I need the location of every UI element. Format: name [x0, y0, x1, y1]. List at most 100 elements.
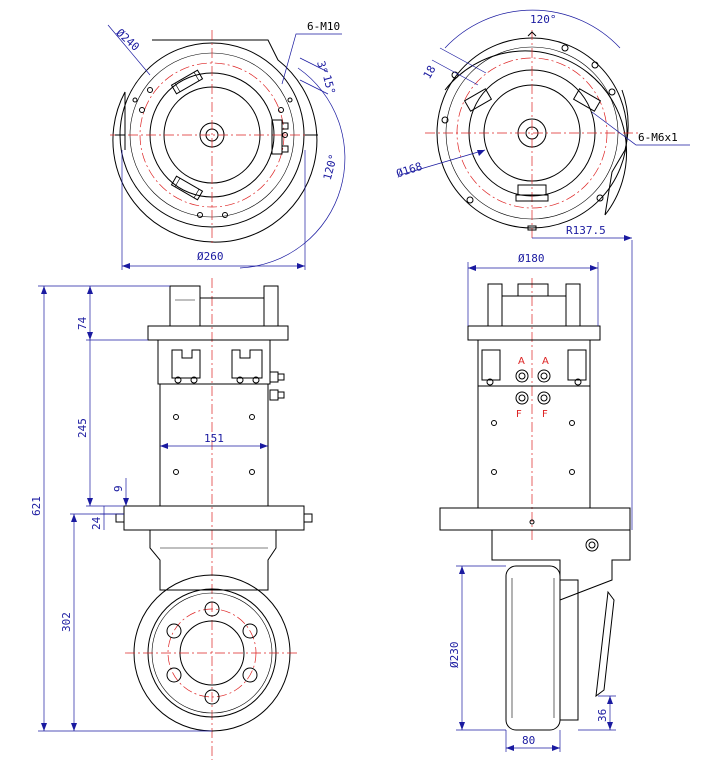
tr-mounting-holes: [441, 44, 616, 204]
br-body-screw: [569, 420, 575, 426]
arrow: [123, 498, 129, 506]
port-a-left: A: [518, 356, 525, 367]
dim-h74-text: 74: [76, 316, 89, 330]
wheel-bolt-hole: [166, 623, 182, 639]
bottom-right-side-view: A A F F Ø180 Ø230: [439, 240, 633, 752]
br-wheel-side: [505, 565, 561, 731]
dim-r137-text: R137.5: [566, 224, 606, 237]
bolt-hole: [287, 97, 293, 103]
port-fitting: [540, 394, 548, 402]
dim-h9-text: 9: [112, 485, 125, 492]
tl-15deg-leader: [299, 79, 329, 95]
bl-wheel-bolt-circle: [167, 608, 257, 698]
br-pivot-pin: [588, 541, 596, 549]
port-f-left: F: [516, 409, 522, 420]
tr-18-leader: [439, 47, 487, 74]
bl-body-screw: [173, 414, 179, 420]
dim-120deg-right-text: 120°: [321, 153, 340, 182]
dim-d230-text: Ø230: [448, 642, 461, 669]
port-fitting: [518, 394, 526, 402]
br-body-screw: [491, 420, 497, 426]
bl-fork: [149, 529, 277, 591]
port-f-right: F: [542, 409, 548, 420]
arrow: [607, 722, 613, 730]
bl-fittings: [269, 371, 285, 401]
arrow: [160, 443, 168, 449]
br-body-screw: [569, 469, 575, 475]
tl-d240-leader: [107, 24, 151, 76]
dim-m6-text: 6-M6x1: [638, 131, 678, 144]
arrow: [468, 265, 476, 271]
arrow: [297, 263, 305, 269]
bl-clamp-blocks: [171, 349, 263, 384]
arrow: [71, 723, 77, 731]
bolt-hole: [132, 97, 138, 103]
tl-clamp-bottom: [170, 175, 204, 201]
arrow: [71, 514, 77, 522]
mount-hole: [591, 61, 599, 69]
dim-m10-text: 6-M10: [307, 20, 340, 33]
arrow: [459, 722, 465, 730]
br-top-boss: [565, 283, 581, 327]
arrow: [624, 235, 632, 241]
bl-clamp-section: [157, 339, 271, 385]
wheel-bolt-hole: [242, 667, 258, 683]
dim-d168-text: Ø168: [395, 160, 424, 181]
bl-base-tab: [303, 513, 313, 523]
dim-d180-text: Ø180: [518, 252, 545, 265]
dim-w151-text: 151: [204, 432, 224, 445]
bl-wheel-bolt-holes: [166, 601, 258, 705]
br-wheel-hub-side: [559, 579, 579, 721]
dim-120deg-top-text: 120°: [530, 13, 557, 26]
dim-h302-text: 302: [60, 612, 73, 632]
wheel-bolt-hole: [166, 667, 182, 683]
bl-base-flange: [123, 505, 305, 531]
bolt-hole: [222, 212, 228, 218]
dim-3deg-text: 3°: [314, 60, 330, 76]
tl-housing-outline: [112, 39, 318, 243]
dim-h24-text: 24: [90, 516, 103, 530]
port-fitting: [540, 372, 548, 380]
dim-h36-text: 36: [596, 709, 609, 722]
bl-body-screw: [249, 414, 255, 420]
arrow: [552, 745, 560, 751]
top-left-plan-view: Ø240 6-M10 3° 15° 120° Ø260: [107, 20, 346, 270]
br-clamp-section: [477, 339, 591, 387]
wheel-bolt-hole: [242, 623, 258, 639]
arrow: [41, 723, 47, 731]
tr-clamp-right: [572, 88, 602, 112]
tr-clamp-bottom: [515, 184, 549, 202]
arrow: [260, 443, 268, 449]
bl-top-block: [199, 297, 265, 327]
bl-body-screw: [249, 469, 255, 475]
arrow: [506, 745, 514, 751]
arrow: [459, 566, 465, 574]
br-motor-body: [477, 385, 591, 509]
bl-top-boss-right: [263, 285, 279, 327]
port-fitting: [515, 391, 529, 405]
mount-hole: [441, 116, 449, 124]
bolt-hole: [147, 87, 153, 93]
arrow: [122, 263, 130, 269]
arrow: [607, 696, 613, 704]
br-body-screw: [491, 469, 497, 475]
dim-15deg-text: 15°: [320, 74, 338, 97]
dim-18-text: 18: [421, 63, 439, 81]
dim-h621-text: 621: [30, 496, 43, 516]
dim-h245-text: 245: [76, 418, 89, 438]
tr-120deg-arc: [444, 9, 621, 49]
port-fitting: [537, 369, 551, 383]
tr-m6-leader: [591, 111, 690, 146]
bolt-hole: [139, 107, 145, 113]
br-mount-flange: [467, 325, 601, 341]
br-base-flange: [439, 507, 631, 531]
mount-hole: [451, 71, 459, 79]
port-fitting: [518, 372, 526, 380]
bl-body-screw: [173, 469, 179, 475]
mount-hole: [596, 194, 604, 202]
bl-mount-flange: [147, 325, 289, 341]
dim-d260-text: Ø260: [197, 250, 224, 263]
dim-d240-text: Ø240: [113, 26, 141, 53]
tl-clamp-right: [271, 119, 289, 155]
